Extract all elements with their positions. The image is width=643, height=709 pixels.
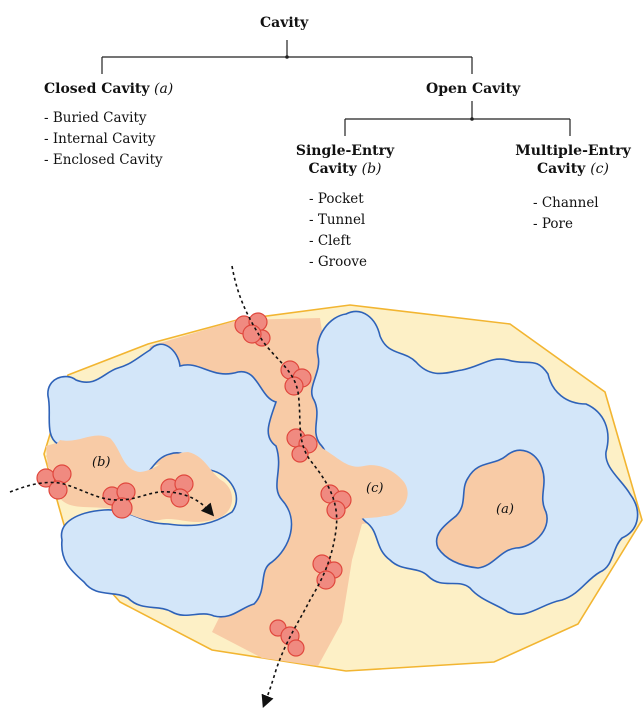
channel-label: (c) [366,481,383,496]
closed-cavity-label: (a) [496,502,514,517]
pocket-label: (b) [92,455,110,470]
